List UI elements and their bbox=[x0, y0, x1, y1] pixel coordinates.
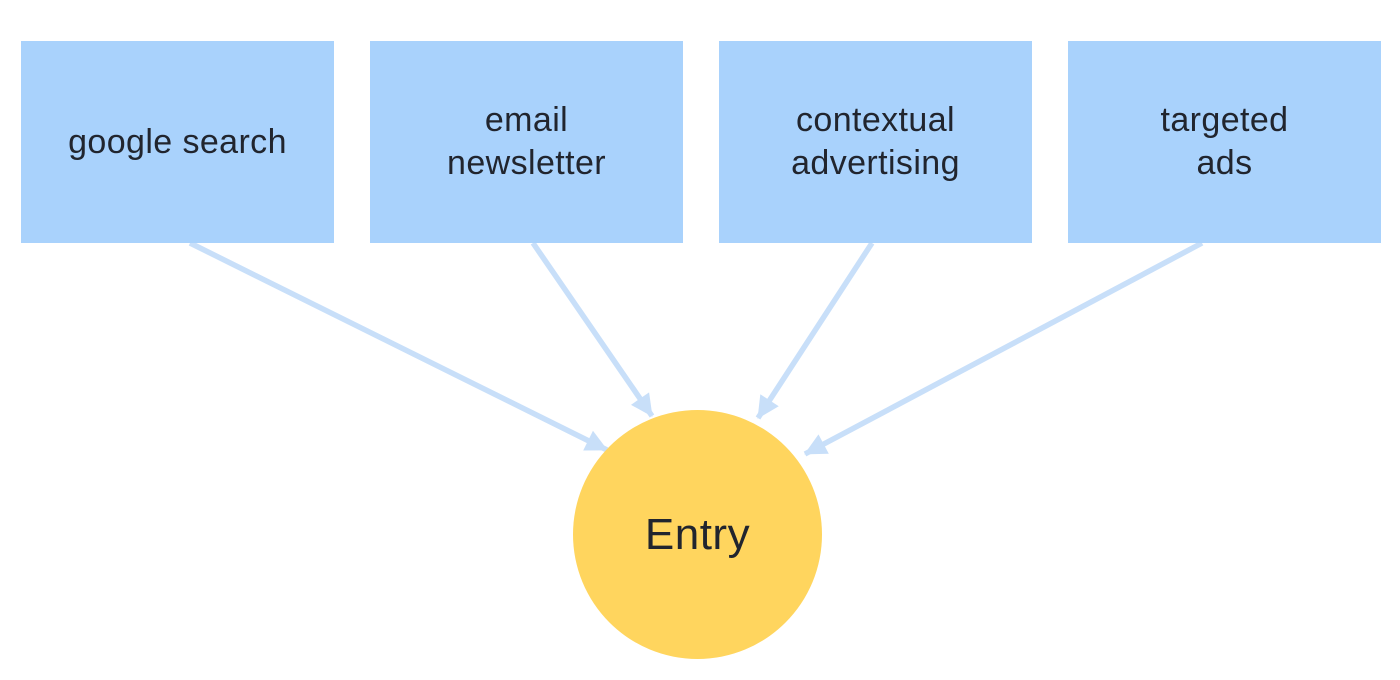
node-targeted-ads-label: targeted ads bbox=[1160, 101, 1289, 182]
arrow-google-search-to-entry bbox=[188, 240, 609, 453]
node-google-search-label: google search bbox=[68, 122, 287, 161]
node-google-search: google search bbox=[21, 41, 334, 243]
arrow-email-newsletter-to-entry bbox=[530, 241, 655, 418]
arrow-targeted-ads-to-entry bbox=[803, 240, 1204, 457]
node-email-newsletter-label: email newsletter bbox=[447, 101, 606, 182]
node-email-newsletter: email newsletter bbox=[370, 41, 683, 243]
node-contextual-advertising: contextual advertising bbox=[719, 41, 1032, 243]
node-contextual-advertising-label: contextual advertising bbox=[791, 101, 960, 182]
node-entry-label: Entry bbox=[644, 509, 751, 559]
arrow-contextual-advertising-to-entry bbox=[755, 241, 875, 420]
node-targeted-ads: targeted ads bbox=[1068, 41, 1381, 243]
node-entry: Entry bbox=[573, 410, 822, 659]
